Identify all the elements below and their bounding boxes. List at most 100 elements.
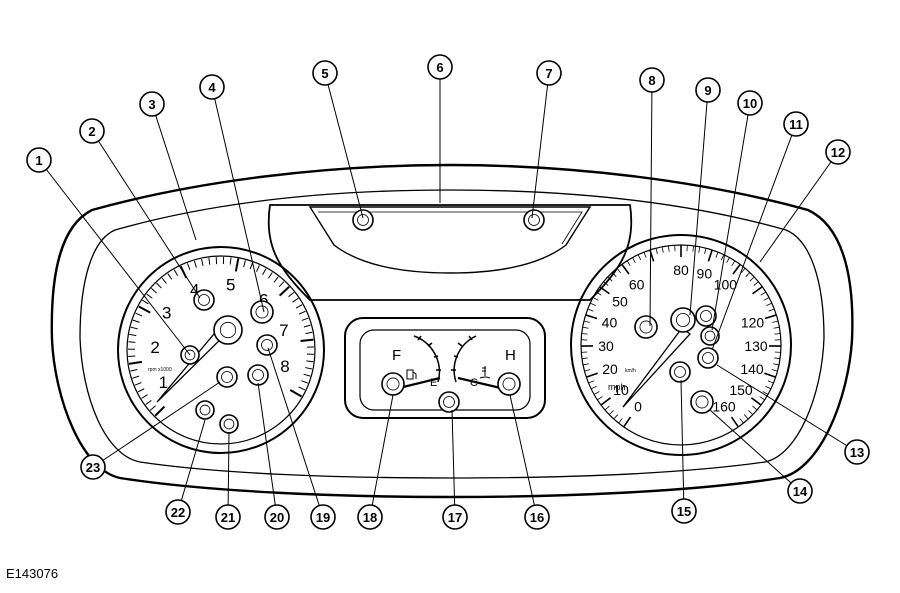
speedometer-tick bbox=[732, 261, 735, 266]
callout-number: 19 bbox=[316, 510, 330, 525]
tachometer-tick bbox=[132, 376, 139, 378]
traction-control-icon bbox=[698, 348, 718, 368]
tachometer-tick bbox=[146, 400, 152, 404]
temp-gauge-hub bbox=[498, 373, 520, 395]
leader-line bbox=[710, 410, 800, 491]
speedometer-tick bbox=[773, 364, 779, 365]
callout-number: 20 bbox=[270, 510, 284, 525]
speedometer-tick bbox=[751, 398, 761, 405]
tachometer-tick bbox=[288, 292, 293, 296]
tachometer-tick bbox=[147, 294, 153, 298]
fuel-gauge-scale bbox=[414, 336, 439, 382]
speedometer-tick bbox=[744, 415, 748, 419]
speedometer-number: 30 bbox=[598, 338, 614, 354]
speedometer-kmh-label: km/h bbox=[625, 368, 636, 374]
tachometer-tick bbox=[236, 259, 238, 272]
speedometer-tick bbox=[586, 315, 597, 319]
tachometer-tick bbox=[209, 258, 210, 265]
fuel-pump-icon bbox=[407, 370, 416, 379]
speedometer-tick bbox=[633, 258, 636, 263]
leader-line bbox=[712, 103, 750, 330]
leader-line bbox=[325, 73, 363, 218]
callout-number: 9 bbox=[704, 83, 711, 98]
speedometer-tick bbox=[627, 261, 630, 266]
tachometer-tick bbox=[290, 390, 301, 397]
tachometer-tick bbox=[263, 269, 266, 275]
tachometer-tick bbox=[150, 406, 155, 411]
abs-warning-icon bbox=[691, 391, 713, 413]
leader-line bbox=[92, 131, 200, 298]
tachometer-tick bbox=[135, 383, 141, 386]
speedometer-tick bbox=[609, 410, 613, 414]
tachometer-tick bbox=[202, 259, 203, 266]
speedometer-tick bbox=[764, 297, 769, 300]
callout-number: 2 bbox=[88, 124, 95, 139]
tachometer-tick bbox=[174, 270, 178, 276]
tachometer-tick bbox=[139, 307, 150, 313]
temp-hot-label: H bbox=[505, 347, 516, 364]
callout-number: 10 bbox=[743, 96, 757, 111]
speedometer-tick bbox=[733, 264, 740, 274]
tachometer-tick bbox=[138, 389, 144, 392]
fog-lamp-icon bbox=[196, 401, 214, 419]
speedometer-tick bbox=[748, 410, 752, 414]
speedometer-tick bbox=[772, 321, 778, 322]
speedometer-tick bbox=[624, 417, 631, 427]
tachometer-tick bbox=[301, 381, 308, 383]
tachometer-number: 7 bbox=[279, 321, 288, 340]
fuel-gauge-hub bbox=[382, 373, 404, 395]
display-housing bbox=[269, 205, 632, 300]
speedometer-tick bbox=[760, 397, 765, 400]
leader-line bbox=[152, 104, 196, 240]
speedometer-tick bbox=[754, 282, 759, 286]
direction-indicator-left-icon bbox=[353, 210, 373, 230]
speedometer-tick bbox=[773, 327, 779, 328]
tachometer-tick bbox=[250, 263, 252, 270]
battery-warning-icon bbox=[635, 316, 657, 338]
tachometer-tick bbox=[128, 342, 135, 343]
tachometer-unit-label: rpm x1000 bbox=[148, 367, 172, 373]
tachometer-number: 1 bbox=[159, 373, 168, 392]
speedometer-tick bbox=[582, 333, 588, 334]
callout-number: 11 bbox=[789, 117, 803, 132]
speedometer-number: 50 bbox=[612, 293, 628, 309]
callout-number: 4 bbox=[208, 80, 216, 95]
tachometer-tick bbox=[300, 340, 313, 341]
speedometer-tick bbox=[774, 358, 780, 359]
callout-number: 14 bbox=[793, 484, 808, 499]
speedometer-mph-label: mph bbox=[608, 382, 626, 392]
speedometer-number: 130 bbox=[744, 338, 768, 354]
leader-line bbox=[510, 395, 537, 517]
tachometer-tick bbox=[296, 305, 302, 308]
leader-line bbox=[532, 73, 549, 218]
speedometer-tick bbox=[582, 358, 588, 359]
tachometer-tick bbox=[304, 374, 311, 376]
callout-number: 8 bbox=[648, 73, 655, 88]
fuel-full-label: F bbox=[392, 347, 401, 364]
tachometer-tick bbox=[305, 332, 312, 333]
speedometer-tick bbox=[583, 364, 589, 365]
speedometer-tick bbox=[761, 292, 766, 295]
speedometer-tick bbox=[589, 381, 595, 383]
callout-number: 6 bbox=[436, 60, 443, 75]
door-open-warning-icon bbox=[439, 392, 459, 412]
temp-gauge-scale bbox=[454, 336, 476, 382]
speedometer-number: 80 bbox=[673, 262, 689, 278]
tachometer-tick bbox=[304, 325, 311, 327]
speedometer-tick bbox=[644, 252, 646, 258]
callout-number: 18 bbox=[363, 510, 377, 525]
tachometer-number: 8 bbox=[280, 357, 289, 376]
speedometer-number: 90 bbox=[697, 266, 713, 282]
speedometer-tick bbox=[588, 309, 594, 311]
speedometer-number: 100 bbox=[714, 277, 738, 293]
speedometer-tick bbox=[662, 247, 663, 253]
tachometer-hub bbox=[214, 316, 242, 344]
speedometer-tick bbox=[593, 297, 598, 300]
speedometer-tick bbox=[716, 252, 718, 258]
callout-number: 12 bbox=[831, 145, 845, 160]
speedometer-tick bbox=[750, 277, 754, 281]
coolant-temp-icon bbox=[480, 366, 490, 378]
speedometer-tick bbox=[765, 315, 776, 319]
